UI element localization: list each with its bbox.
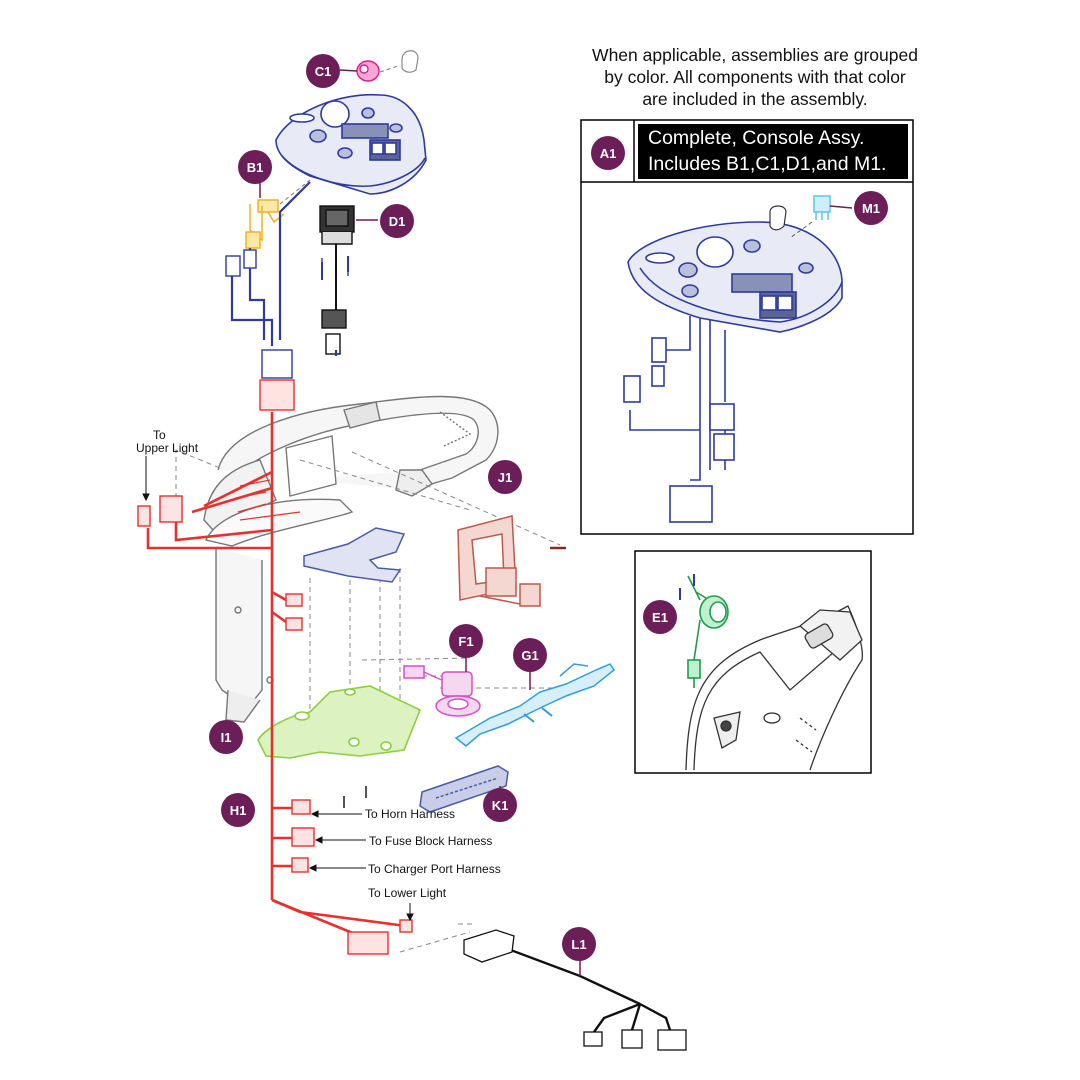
e1-inset-drawing xyxy=(685,605,864,771)
callout-f1: F1 xyxy=(449,624,483,658)
e1-inset-frame xyxy=(634,550,872,774)
console-harness xyxy=(225,181,338,379)
k1-part xyxy=(419,765,509,813)
callout-h1: H1 xyxy=(221,793,255,827)
b1-part xyxy=(245,199,285,249)
handlebar-drawing xyxy=(203,395,499,723)
ignition-key-knob xyxy=(401,50,419,73)
construction-lines xyxy=(175,449,561,953)
assembly-note: When applicable, assemblies are grouped … xyxy=(575,44,935,110)
screws xyxy=(321,256,695,600)
callout-j1: J1 xyxy=(488,460,522,494)
console-drawing xyxy=(275,93,427,195)
main-harness-connectors xyxy=(137,379,413,955)
callout-m1: M1 xyxy=(854,191,888,225)
l1-cable xyxy=(499,944,672,1033)
callout-c1: C1 xyxy=(306,54,340,88)
harness-red-ties xyxy=(235,479,301,521)
f1-part xyxy=(403,665,481,717)
label-arrows xyxy=(142,456,414,922)
assembly-title-line: Includes B1,C1,D1,and M1. xyxy=(648,153,887,175)
d1-part xyxy=(319,205,355,355)
i1-screws xyxy=(343,786,367,808)
g1-screws xyxy=(523,707,553,723)
a1-ignition-knob xyxy=(769,205,787,231)
callout-i1: I1 xyxy=(209,720,243,754)
note-line: by color. All components with that color xyxy=(604,67,906,87)
m1-switch xyxy=(813,195,831,220)
callout-a1: A1 xyxy=(591,136,625,170)
note-line: When applicable, assemblies are grouped xyxy=(592,45,918,65)
callout-k1: K1 xyxy=(483,788,517,822)
callout-b1: B1 xyxy=(238,150,272,184)
upper-light-label-line2: Upper Light xyxy=(136,441,199,455)
callout-d1: D1 xyxy=(380,204,414,238)
c1-knob xyxy=(356,60,380,82)
j1-part xyxy=(457,515,541,607)
l1-connectors xyxy=(463,929,687,1051)
horn-harness-label: To Horn Harness xyxy=(365,807,456,821)
fuse-block-label: To Fuse Block Harness xyxy=(369,834,493,848)
g1-part xyxy=(454,663,616,747)
i1-part xyxy=(257,685,422,759)
assembly-frame xyxy=(580,119,914,535)
main-harness xyxy=(146,412,407,938)
a1-console-drawing xyxy=(623,221,843,523)
note-line: are included in the assembly. xyxy=(642,89,868,109)
callout-l1: L1 xyxy=(562,927,596,961)
e1-part xyxy=(687,575,729,688)
plate-part xyxy=(303,527,406,583)
callout-g1: G1 xyxy=(513,638,547,672)
assembly-title-line: Complete, Console Assy. xyxy=(648,127,865,149)
lower-light-label: To Lower Light xyxy=(368,886,447,900)
assembly-title: Complete, Console Assy. Includes B1,C1,D… xyxy=(638,124,908,179)
callout-e1: E1 xyxy=(643,600,677,634)
charger-port-label: To Charger Port Harness xyxy=(368,862,501,876)
